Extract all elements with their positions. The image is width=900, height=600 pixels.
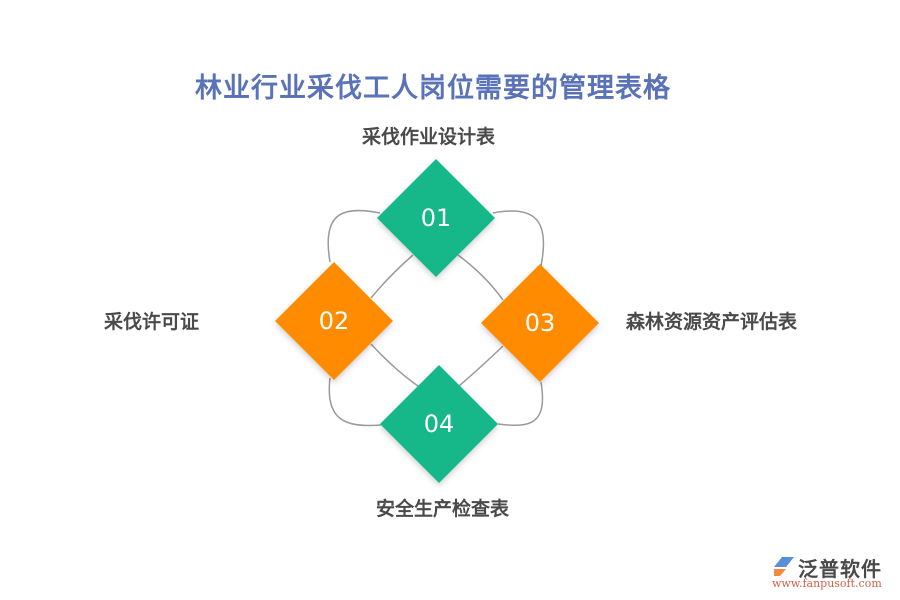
logo-url: www.fanpusoft.com	[772, 577, 882, 590]
step-number-01: 01	[420, 204, 452, 232]
diamond-03	[481, 264, 599, 382]
brand-logo: 泛普软件 www.fanpusoft.com	[772, 553, 896, 593]
step-number-04: 04	[423, 410, 455, 438]
fanpu-logo-icon	[774, 557, 794, 576]
step-number-02: 02	[318, 307, 350, 335]
diamond-02	[275, 262, 393, 380]
logo-name: 泛普软件	[798, 557, 882, 581]
connector-lines	[327, 209, 545, 427]
label-left: 采伐许可证	[104, 311, 200, 333]
label-right: 森林资源资产评估表	[626, 311, 798, 333]
label-bottom: 安全生产检查表	[376, 498, 510, 520]
diamond-04	[380, 365, 498, 483]
page-title: 林业行业采伐工人岗位需要的管理表格	[195, 73, 671, 104]
label-top: 采伐作业设计表	[362, 126, 496, 148]
step-number-03: 03	[524, 309, 556, 337]
diamond-01	[377, 159, 495, 277]
